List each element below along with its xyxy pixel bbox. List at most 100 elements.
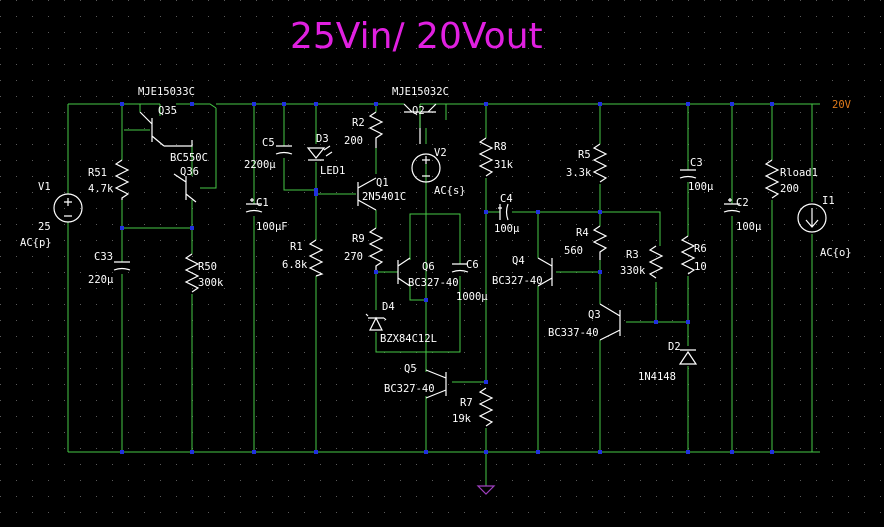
q35-part: MJE15033C — [138, 86, 195, 98]
r8-name: R8 — [494, 141, 507, 153]
d3-part: LED1 — [320, 165, 345, 177]
wire-junction — [598, 450, 602, 454]
q5-part: BC327-40 — [384, 383, 435, 395]
q6-part: BC327-40 — [408, 277, 459, 289]
wire-junction — [484, 380, 488, 384]
q36-name: Q36 — [180, 166, 199, 178]
rload1-value: 200 — [780, 183, 799, 195]
diode-d2-symbol — [678, 349, 698, 365]
d4-name: D4 — [382, 301, 395, 313]
resistor-r2-symbol — [368, 111, 384, 148]
resistor-r50-symbol — [184, 253, 200, 293]
q35-name: Q35 — [158, 105, 177, 117]
capacitor-c2-symbol — [723, 198, 741, 213]
c1-value: 100µF — [256, 221, 288, 233]
r2-name: R2 — [352, 117, 365, 129]
wire-junction — [730, 450, 734, 454]
resistor-r3-symbol — [648, 245, 664, 279]
transistor-q4-symbol — [537, 257, 553, 287]
resistor-r5-symbol — [592, 143, 608, 183]
r8-value: 31k — [494, 159, 514, 171]
q4-name: Q4 — [512, 255, 525, 267]
r7-value: 19k — [452, 413, 472, 425]
wire-junction — [282, 102, 286, 106]
wire-junction — [120, 102, 124, 106]
wire-junction — [314, 188, 318, 192]
i1-name: I1 — [822, 195, 835, 207]
q3-name: Q3 — [588, 309, 601, 321]
d2-name: D2 — [668, 341, 681, 353]
c33-name: C33 — [94, 251, 113, 263]
transistor-q35-symbol — [139, 111, 193, 147]
r6-value: 10 — [694, 261, 707, 273]
wire-junction — [252, 102, 256, 106]
c33-value: 220µ — [88, 274, 114, 286]
transistor-q36-symbol — [173, 173, 197, 203]
c6-value: 1000µ — [456, 291, 488, 303]
transistor-q3-symbol — [599, 303, 621, 341]
capacitor-c1-symbol — [245, 198, 263, 213]
wire-junction — [314, 102, 318, 106]
resistor-r6-symbol — [680, 235, 696, 275]
current-source-i1-symbol — [797, 203, 827, 233]
resistor-rload1-symbol — [764, 159, 780, 199]
q1-name: Q1 — [376, 177, 389, 189]
r3-value: 330k — [620, 265, 646, 277]
i1-ac: AC{o} — [820, 247, 852, 259]
c4-name: C4 — [500, 193, 513, 205]
capacitor-c33-symbol — [113, 261, 131, 271]
c2-value: 100µ — [736, 221, 762, 233]
r50-value: 300k — [198, 277, 224, 289]
wire-junction — [190, 226, 194, 230]
schematic-title: 25Vin/ 20Vout — [290, 16, 543, 57]
r7-name: R7 — [460, 397, 473, 409]
labels: MJE15033C Q35 BC550C Q36 R51 4.7k V1 25 … — [20, 86, 852, 425]
wire-junction — [484, 102, 488, 106]
rload1-name: Rload1 — [780, 167, 818, 179]
c6-name: C6 — [466, 259, 479, 271]
net-label-20v: 20V — [832, 99, 852, 111]
wire-junction — [598, 102, 602, 106]
r1-name: R1 — [290, 241, 303, 253]
q2-name: Q2 — [412, 105, 425, 117]
r6-name: R6 — [694, 243, 707, 255]
q1-part: 2N5401C — [362, 191, 406, 203]
r4-value: 560 — [564, 245, 583, 257]
v1-ac: AC{p} — [20, 237, 52, 249]
resistor-r51-symbol — [114, 159, 130, 200]
capacitor-c6-symbol — [451, 263, 469, 273]
wire-junction — [686, 102, 690, 106]
wire-junction — [484, 210, 488, 214]
resistor-r1-symbol — [308, 239, 324, 277]
zener-d4-symbol — [365, 313, 387, 331]
v2-name: V2 — [434, 147, 447, 159]
ground-symbol — [476, 485, 496, 495]
led-d3-symbol — [306, 145, 333, 161]
r51-name: R51 — [88, 167, 107, 179]
voltage-source-v2-symbol — [411, 153, 441, 183]
r9-value: 270 — [344, 251, 363, 263]
resistor-r4-symbol — [592, 225, 608, 260]
capacitor-c3-symbol — [679, 169, 697, 179]
wire-junction — [598, 270, 602, 274]
components — [53, 103, 827, 495]
c2-name: C2 — [736, 197, 749, 209]
r3-name: R3 — [626, 249, 639, 261]
v1-name: V1 — [38, 181, 51, 193]
transistor-q5-symbol — [425, 369, 447, 399]
transistor-q6-symbol — [397, 257, 411, 287]
wire-junction — [120, 226, 124, 230]
wire-junction — [730, 102, 734, 106]
wire-junction — [252, 450, 256, 454]
wire-junction — [770, 450, 774, 454]
wire-junction — [770, 102, 774, 106]
r2-value: 200 — [344, 135, 363, 147]
c5-value: 2200µ — [244, 159, 276, 171]
wire-junction — [374, 270, 378, 274]
q4-part: BC327-40 — [492, 275, 543, 287]
v2-ac: AC{s} — [434, 185, 466, 197]
c1-name: C1 — [256, 197, 269, 209]
r1-value: 6.8k — [282, 259, 308, 271]
voltage-source-v1-symbol — [53, 193, 83, 223]
